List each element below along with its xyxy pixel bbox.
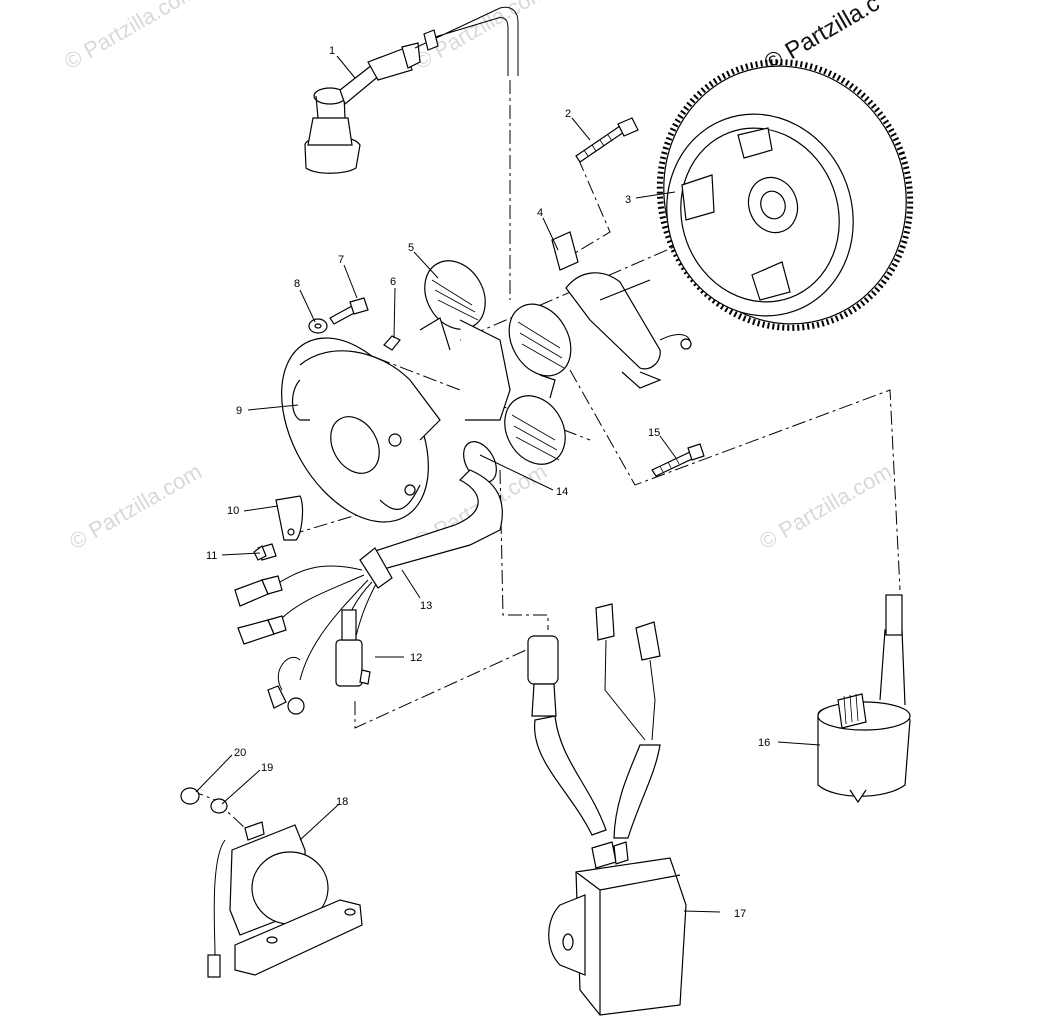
- callout-6: 6: [390, 276, 396, 288]
- callout-labels: 1 2 3 4 5 6 7 8 9 10 11 12 13 14 15 16 1…: [206, 45, 770, 920]
- callout-17: 17: [734, 908, 746, 920]
- stator-assembly: [281, 260, 572, 523]
- callout-5: 5: [408, 242, 414, 254]
- callout-7: 7: [338, 254, 344, 266]
- ignition-coil: [817, 594, 911, 804]
- callout-19: 19: [261, 762, 273, 774]
- leader-lines: [195, 55, 821, 913]
- watermark-1: © Partzilla.com: [60, 0, 201, 74]
- wire-clamp: [253, 495, 304, 561]
- watermark-5: © Partzilla.com: [755, 459, 896, 555]
- callout-14: 14: [556, 486, 568, 498]
- callout-12: 12: [410, 652, 422, 664]
- callout-9: 9: [236, 405, 242, 417]
- callout-8: 8: [294, 278, 300, 290]
- spark-plug-cap: [304, 6, 519, 174]
- pulser-coil: [551, 231, 692, 389]
- connector-12: [335, 609, 371, 687]
- cdi-box: [527, 603, 687, 1016]
- callout-3: 3: [625, 194, 631, 206]
- bolt-15: [651, 443, 705, 477]
- screws-washer: [308, 297, 401, 351]
- callout-15: 15: [648, 427, 660, 439]
- callout-16: 16: [758, 737, 770, 749]
- callout-4: 4: [537, 207, 543, 219]
- callout-13: 13: [420, 600, 432, 612]
- callout-1: 1: [329, 45, 335, 57]
- callout-11: 11: [206, 550, 217, 562]
- callout-18: 18: [336, 796, 348, 808]
- starter-solenoid: [180, 787, 363, 978]
- bolt-2: [575, 117, 639, 163]
- callout-20: 20: [234, 747, 246, 759]
- wire-harness: [234, 441, 503, 715]
- flywheel: [656, 59, 914, 331]
- watermark-3: © Partzilla.com: [65, 459, 206, 555]
- callout-10: 10: [227, 505, 239, 517]
- callout-2: 2: [565, 108, 571, 120]
